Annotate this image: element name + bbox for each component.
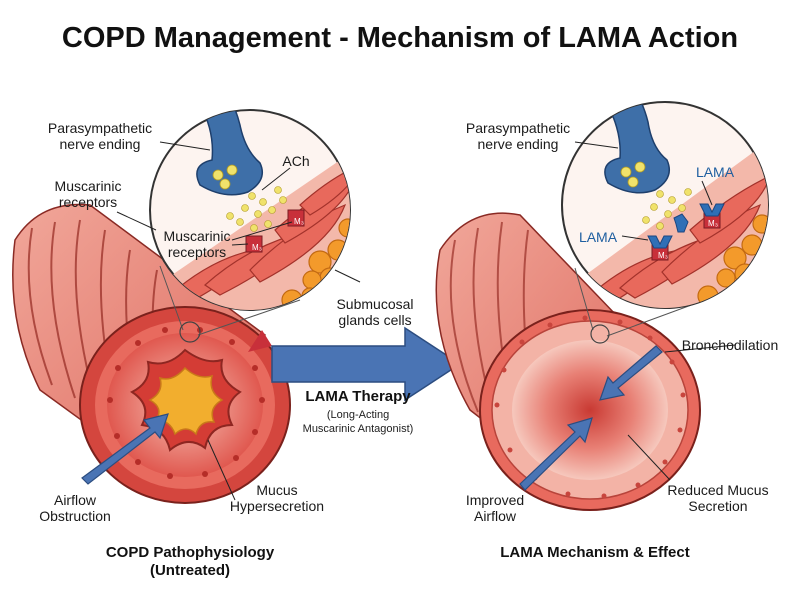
left-panel-heading-line2: (Untreated) (149, 562, 230, 579)
glands-label-line1: Submucosal (336, 296, 414, 312)
right-nerve-label-line2: nerve ending (477, 136, 559, 152)
left-receptors-inner-line2: receptors (167, 244, 227, 260)
right-receptor-tag-2: M₃ (708, 219, 718, 228)
reduced-mucus-line2: Secretion (688, 498, 748, 514)
therapy-subtitle-line1: (Long-Acting (326, 409, 390, 421)
right-panel-heading: LAMA Mechanism & Effect (500, 544, 690, 561)
airflow-obstruction-line2: Obstruction (39, 508, 111, 524)
airflow-obstruction-label: Airflow Obstruction (20, 492, 130, 524)
improved-airflow-label: Improved Airflow (450, 492, 540, 524)
left-receptors-inner-line1: Muscarinic (163, 228, 231, 244)
left-receptor-tag-1: M₃ (252, 243, 262, 252)
left-receptors-outer-line2: receptors (58, 194, 118, 210)
glands-label: Submucosal glands cells (320, 296, 430, 328)
mucus-hypersecretion-line2: Hypersecretion (229, 498, 325, 514)
flow-arrows (81, 345, 663, 491)
airflow-obstruction-line1: Airflow (53, 492, 96, 508)
mucus-hypersecretion-label: Mucus Hypersecretion (212, 482, 342, 514)
left-receptors-outer-line1: Muscarinic (54, 178, 122, 194)
therapy-subtitle: (Long-Acting Muscarinic Antagonist) (268, 408, 448, 436)
left-receptors-outer-label: Muscarinic receptors (28, 178, 148, 210)
right-airway-cross-section (479, 309, 701, 511)
left-receptor-tag-2: M₃ (294, 217, 304, 226)
lama-label-left: LAMA (578, 229, 618, 245)
left-airway-cross-section (79, 306, 291, 504)
leader-lines (116, 141, 736, 501)
lama-label-top: LAMA (695, 164, 735, 180)
right-nerve-label: Parasympathetic nerve ending (448, 120, 588, 152)
improved-airflow-line1: Improved (465, 492, 525, 508)
left-panel-heading-line1: COPD Pathophysiology (105, 544, 275, 561)
page-title: COPD Management - Mechanism of LAMA Acti… (61, 22, 739, 54)
therapy-subtitle-line2: Muscarinic Antagonist) (302, 423, 414, 435)
therapy-title: LAMA Therapy (305, 388, 411, 405)
left-nerve-label-line2: nerve ending (59, 136, 141, 152)
glands-label-line2: glands cells (338, 312, 412, 328)
reduced-mucus-line1: Reduced Mucus (667, 482, 769, 498)
left-receptors-inner-label: Muscarinic receptors (158, 228, 236, 260)
reduced-mucus-label: Reduced Mucus Secretion (648, 482, 788, 514)
left-nerve-label: Parasympathetic nerve ending (30, 120, 170, 152)
therapy-arrow (271, 326, 462, 402)
left-panel-heading: COPD Pathophysiology (Untreated) (60, 544, 320, 580)
ach-label: ACh (282, 153, 310, 169)
right-nerve-label-line1: Parasympathetic (465, 120, 571, 136)
mucus-hypersecretion-line1: Mucus (256, 482, 298, 498)
bronchodilation-label: Bronchodilation (681, 337, 779, 353)
improved-airflow-line2: Airflow (473, 508, 516, 524)
right-receptor-tag-1: M₃ (658, 251, 668, 260)
left-nerve-label-line1: Parasympathetic (47, 120, 153, 136)
